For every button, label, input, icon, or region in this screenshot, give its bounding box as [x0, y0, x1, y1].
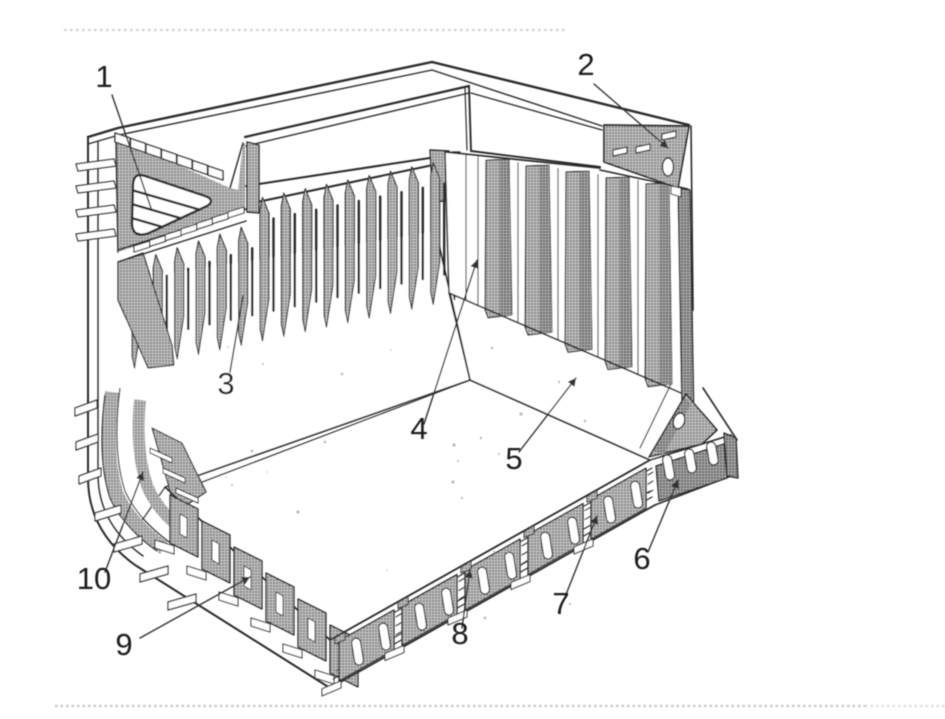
svg-text:4: 4 [410, 411, 427, 446]
svg-text:6: 6 [633, 541, 650, 576]
svg-text:9: 9 [115, 627, 132, 662]
svg-text:1: 1 [95, 59, 112, 94]
svg-text:3: 3 [217, 366, 234, 401]
svg-text:2: 2 [577, 47, 594, 82]
svg-text:10: 10 [77, 561, 111, 596]
svg-text:5: 5 [505, 441, 522, 476]
svg-text:7: 7 [552, 586, 569, 621]
svg-text:8: 8 [451, 616, 468, 651]
